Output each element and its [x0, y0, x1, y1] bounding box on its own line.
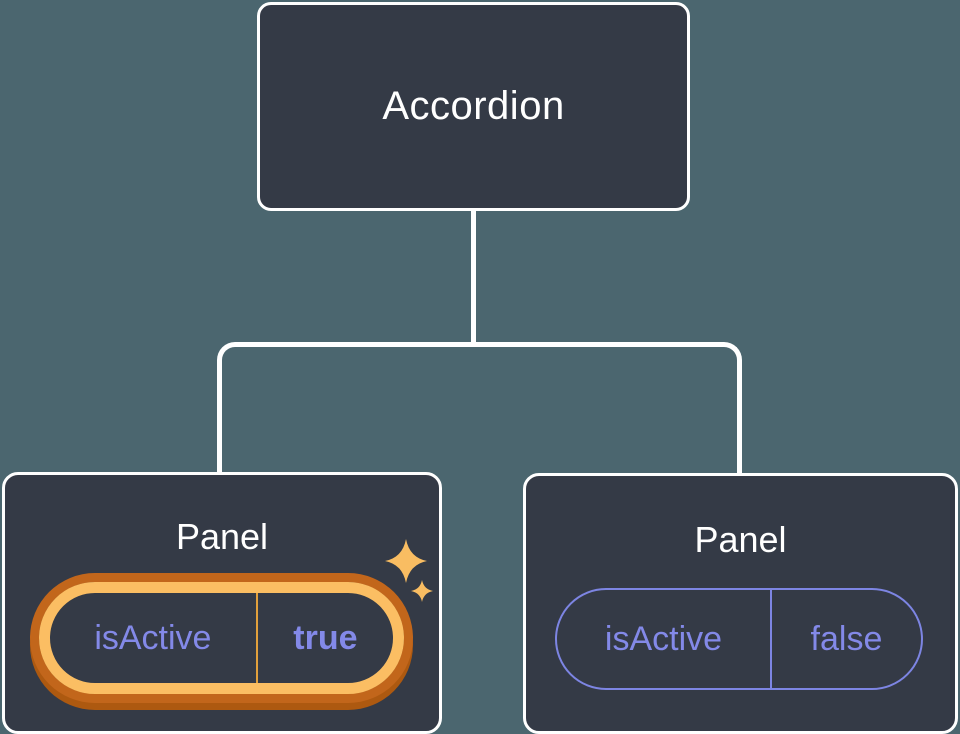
pill-divider [255, 593, 258, 683]
accordion-node: Accordion [257, 2, 690, 211]
panel-node-inactive: Panel isActive false [523, 473, 958, 734]
connector-stem [471, 211, 476, 345]
sparkle-large [385, 539, 427, 583]
state-pill-active: isActive true [39, 582, 404, 694]
connector-bracket [217, 342, 742, 474]
accordion-node-label: Accordion [382, 84, 565, 128]
panel-node-active: Panel isActive true [2, 472, 442, 734]
state-value: false [810, 619, 883, 658]
panel-title: Panel [175, 516, 269, 557]
sparkle-small [411, 580, 433, 602]
pill-divider [769, 590, 772, 688]
state-name: isActive [604, 619, 723, 658]
state-name: isActive [94, 618, 212, 657]
state-pill-inactive: isActive false [555, 588, 923, 690]
panel-title: Panel [694, 519, 787, 560]
sparkles-icon [385, 539, 433, 602]
state-value: true [293, 618, 358, 657]
